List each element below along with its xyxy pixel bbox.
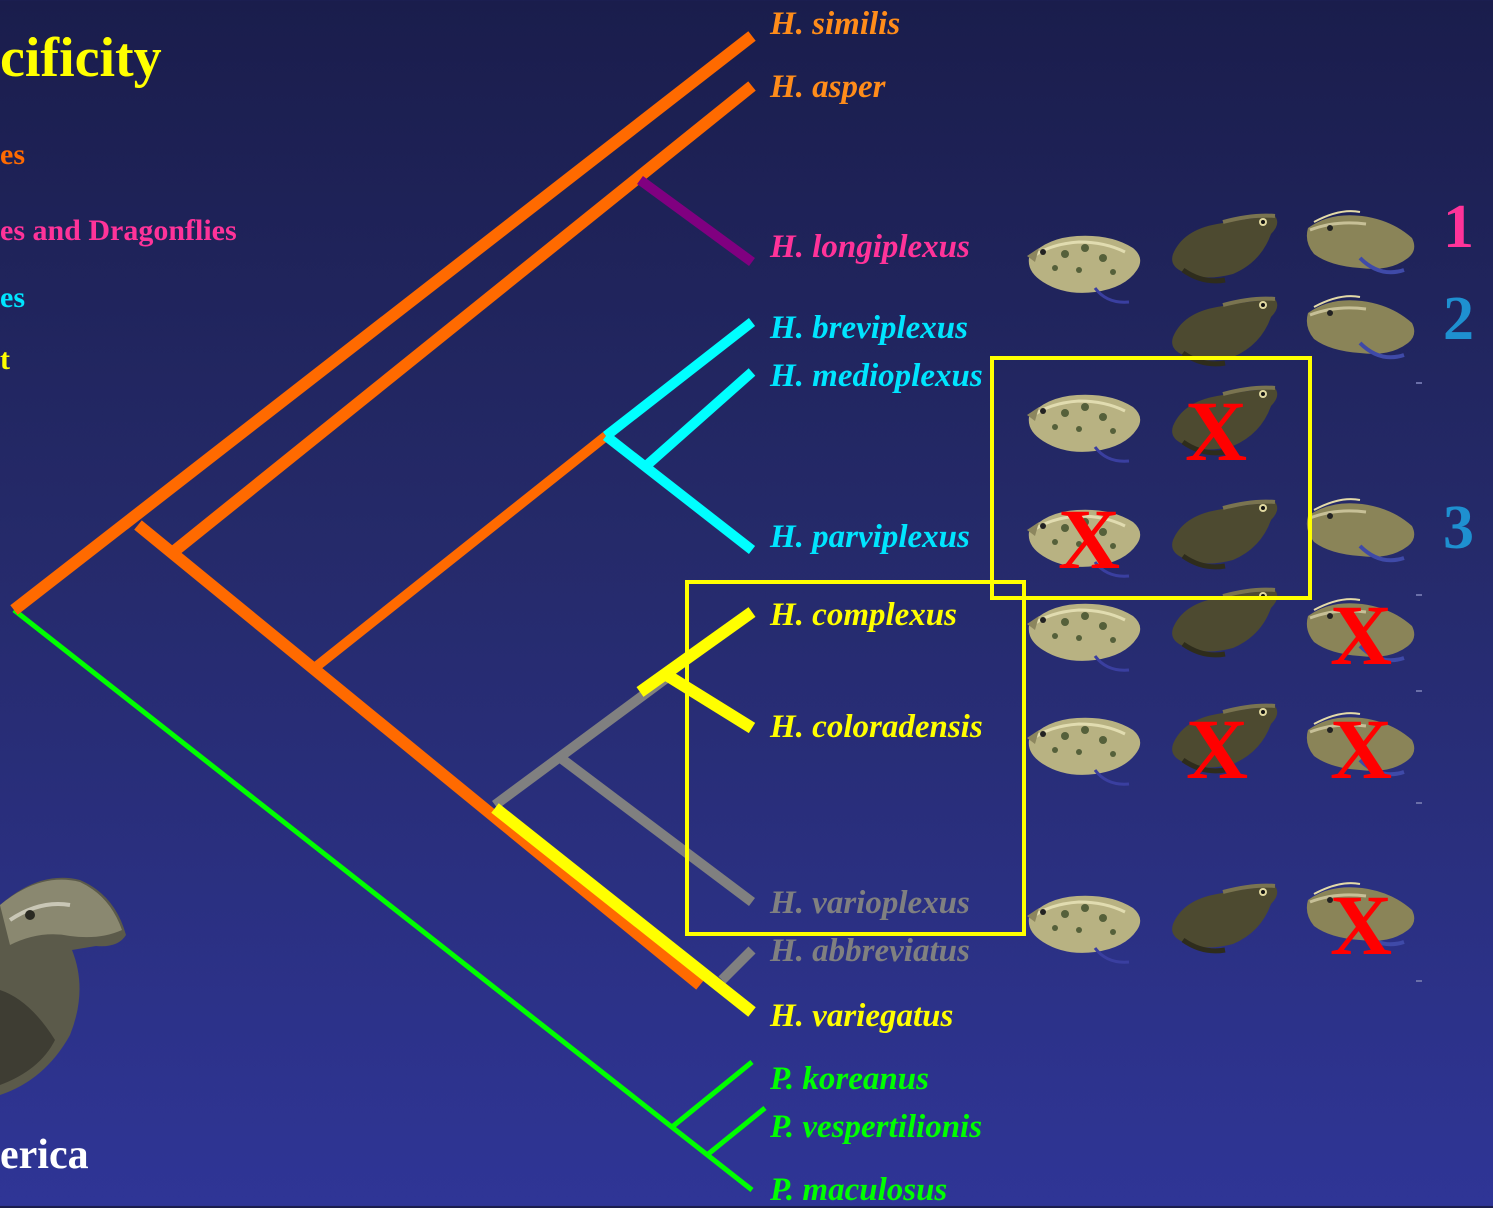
taxon-label: P. koreanus: [770, 1063, 929, 1096]
leopard-frog-thumbnail: [1025, 218, 1147, 310]
excluded-x-mark: X: [1185, 388, 1247, 474]
taxon-label: H. similis: [770, 8, 900, 41]
highlight-box-lower: [685, 580, 1026, 936]
highlight-box-upper: [990, 356, 1312, 600]
branch-green-koreanus: [672, 1062, 752, 1127]
row-tick: [1416, 980, 1422, 982]
host-group-number: 2: [1443, 288, 1474, 350]
taxon-label: H. abbreviatus: [770, 935, 970, 968]
bull-frog-thumbnail: [1163, 870, 1285, 962]
row-tick: [1416, 594, 1422, 596]
host-group-number: 1: [1443, 196, 1474, 258]
excluded-x-mark: X: [1058, 496, 1120, 582]
branch-green-vespertilionis: [707, 1108, 765, 1155]
taxon-label: P. maculosus: [770, 1174, 947, 1207]
leopard-frog-thumbnail: [1025, 700, 1147, 792]
row-tick: [1416, 690, 1422, 692]
branch-cyan-parviplexus: [606, 436, 752, 550]
branch-purple-longiplexus: [640, 180, 752, 262]
green-frog-thumbnail: [1300, 198, 1422, 290]
excluded-x-mark: X: [1330, 882, 1392, 968]
green-frog-thumbnail: [1300, 486, 1422, 578]
branch-orange-internal: [138, 525, 700, 985]
branch-orange-cyan-stem: [317, 436, 606, 666]
leopard-frog-thumbnail: [1025, 878, 1147, 970]
taxon-label: H. variegatus: [770, 1000, 953, 1033]
taxon-label: H. parviplexus: [770, 521, 970, 554]
taxon-label: H. asper: [770, 71, 886, 104]
taxon-label: H. breviplexus: [770, 312, 968, 345]
branch-orange-root: [14, 36, 752, 610]
branch-cyan-breviplexus: [606, 322, 752, 436]
excluded-x-mark: X: [1330, 592, 1392, 678]
excluded-x-mark: X: [1186, 706, 1248, 792]
green-frog-thumbnail: [1300, 283, 1422, 375]
row-tick: [1416, 382, 1422, 384]
host-group-number: 3: [1443, 497, 1474, 559]
taxon-label: H. medioplexus: [770, 360, 983, 393]
taxon-label: P. vespertilionis: [770, 1111, 982, 1144]
taxon-label: H. longiplexus: [770, 231, 970, 264]
row-tick: [1416, 802, 1422, 804]
branch-gray-abbreviatus: [722, 950, 752, 980]
bull-frog-thumbnail: [1163, 200, 1285, 292]
excluded-x-mark: X: [1330, 706, 1392, 792]
